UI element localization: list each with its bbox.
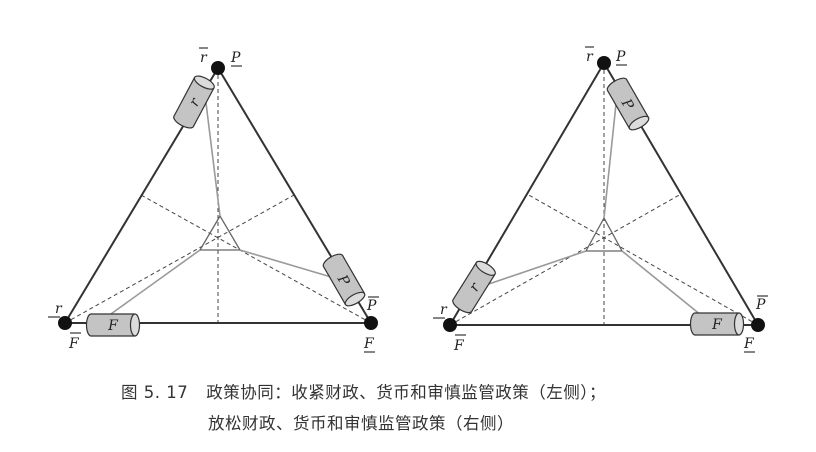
right-cylinder-r: r [450,258,498,316]
left-diagram: r P F r P r [48,47,379,353]
right-diagram: P r F r P r F [433,46,768,354]
right-cylinder-p: P [604,74,652,134]
right-inner-triangle [584,216,624,252]
caption-line-1: 图 5. 17 政策协同：收紧财政、货币和审慎监管政策（左侧）； [121,379,816,403]
left-label-left-r: r [48,301,63,318]
svg-text:P: P [615,49,626,65]
svg-text:r: r [440,302,448,318]
left-cylinder-f: F [85,313,141,337]
svg-text:F: F [68,336,80,352]
right-label-left-r: r [433,302,448,319]
right-label-top-r: r [585,46,594,65]
left-label-top-p: P [230,50,242,67]
left-cylinder-p: P [320,250,368,310]
left-outer-triangle [63,66,373,324]
policy-triangle-diagrams: r P F r P r [48,46,768,354]
right-connectors [479,103,713,325]
left-label-right-p: P [366,296,379,314]
right-dashed-medians [449,63,759,326]
figure-number: 图 5. 17 [121,383,189,402]
svg-text:r: r [586,49,594,65]
right-label-left-f: F [453,334,466,354]
left-inner-triangle [198,214,242,251]
svg-text:F: F [107,318,119,334]
left-label-left-f: F [68,332,81,352]
svg-text:F: F [453,338,465,354]
left-label-right-f: F [363,336,375,353]
caption-text-1: 政策协同：收紧财政、货币和审慎监管政策（左侧）； [206,383,606,402]
svg-text:r: r [55,301,63,317]
right-vertex-top [597,56,611,70]
right-outer-triangle [448,61,760,326]
right-vertex-left [443,318,457,332]
svg-text:P: P [230,50,241,66]
right-label-right-f: F [743,336,755,353]
left-vertex-right [364,316,378,330]
left-vertex-top [211,61,225,75]
svg-text:F: F [711,317,723,333]
svg-text:P: P [366,298,377,314]
right-label-top-p: P [615,49,627,66]
caption-text-2: 放松财政、货币和审慎监管政策（右侧） [208,414,514,433]
left-vertex-left [58,316,72,330]
left-connectors [96,102,349,325]
right-label-right-p: P [755,295,768,313]
left-cylinder-r: r [171,72,217,132]
svg-text:r: r [200,50,208,66]
left-label-top-r: r [199,47,208,66]
right-vertex-right [751,318,765,332]
caption-line-2: 放松财政、货币和审慎监管政策（右侧） [208,410,816,434]
svg-text:P: P [755,297,766,313]
svg-text:F: F [743,336,755,352]
svg-text:F: F [363,336,375,352]
right-cylinder-f: F [689,312,745,336]
